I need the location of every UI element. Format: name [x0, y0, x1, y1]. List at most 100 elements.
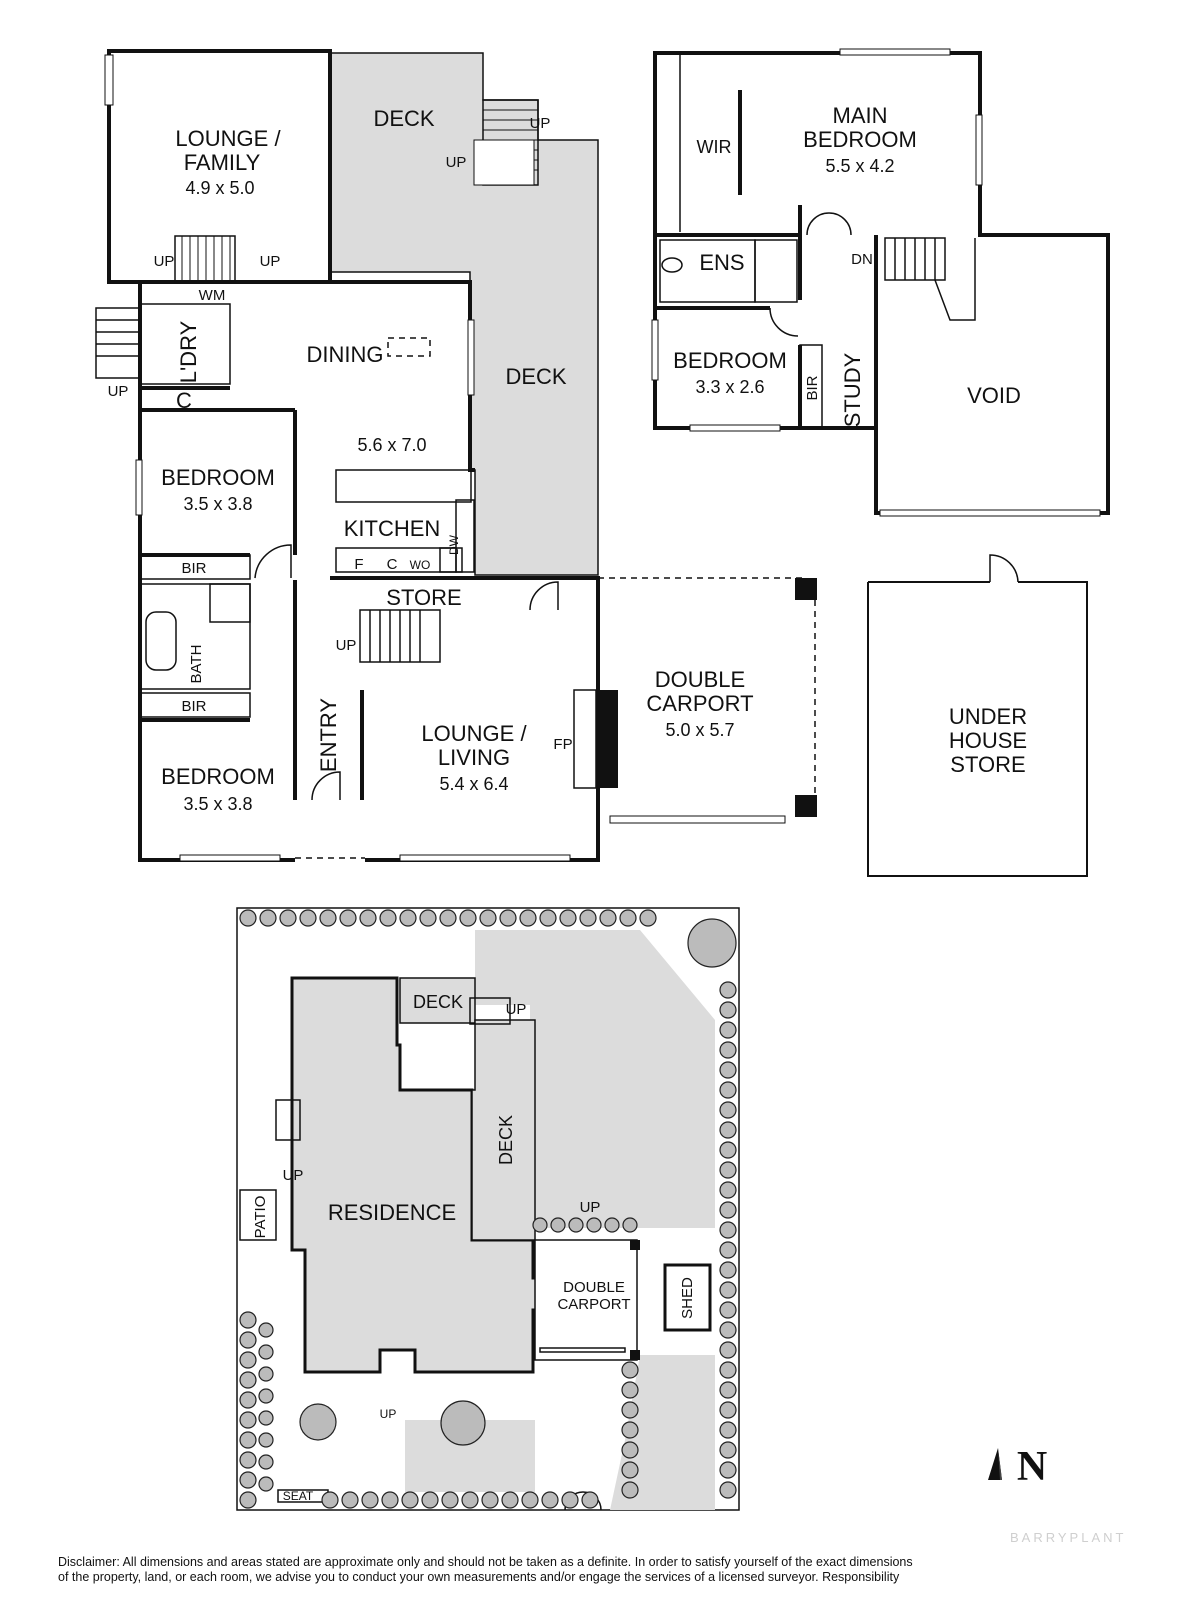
shrub-icon: [479, 909, 497, 927]
shrub-icon: [258, 1476, 274, 1492]
shrub-icon: [258, 1454, 274, 1470]
upper-floor-labels: MAIN BEDROOM 5.5 x 4.2 WIR ENS DN BEDROO…: [673, 103, 1021, 427]
tree: [440, 1400, 486, 1446]
site-up-label: UP: [506, 1001, 527, 1018]
shrub-icon: [719, 981, 737, 999]
patio: [239, 1189, 277, 1241]
up-label: UP: [446, 154, 467, 171]
bedroom-1-label: BEDROOM: [161, 465, 275, 490]
fireplace: [573, 689, 597, 789]
shrub-icon: [639, 909, 657, 927]
tree: [299, 1403, 337, 1441]
wir-label: WIR: [697, 137, 732, 157]
shrub-icon: [586, 1217, 602, 1233]
store-label: STORE: [386, 585, 461, 610]
shrub-icon: [239, 1411, 257, 1429]
north-label: N: [1017, 1444, 1047, 1490]
shrub-icon: [719, 1341, 737, 1359]
shrub-icon: [341, 1491, 359, 1509]
dining-dims: 5.6 x 7.0: [357, 435, 426, 455]
up-label: UP: [108, 383, 129, 400]
shrub-icon: [499, 909, 517, 927]
under-house-label-2: HOUSE: [949, 728, 1027, 753]
lounge-living-dims: 5.4 x 6.4: [439, 774, 508, 794]
site-deck-top-label: DECK: [413, 992, 463, 1012]
door-arc: [254, 544, 292, 579]
shrub-icon: [719, 1441, 737, 1459]
under-house-store: [867, 554, 1088, 877]
wo-label: WO: [410, 558, 431, 572]
upper-floor-plan: [651, 48, 1110, 517]
shrub-icon: [258, 1432, 274, 1448]
laundry-stairs: [95, 307, 141, 379]
shrub-icon: [441, 1491, 459, 1509]
bir-upper: [799, 344, 823, 429]
site-deck-top: [399, 977, 476, 1024]
shrub-icon: [719, 1401, 737, 1419]
shrub-icon: [599, 909, 617, 927]
shrub-icon: [621, 1361, 639, 1379]
up-label: UP: [154, 253, 175, 270]
shrub-icon: [559, 909, 577, 927]
shrub-icon: [359, 909, 377, 927]
shrub-icon: [258, 1410, 274, 1426]
shrub-icon: [539, 909, 557, 927]
shrub-icon: [719, 1181, 737, 1199]
laundry-label: L'DRY: [176, 320, 201, 383]
site-up-label: UP: [283, 1167, 304, 1184]
fridge-label: F: [354, 556, 363, 573]
main-bedroom-label-1: MAIN: [833, 103, 888, 128]
shrub-icon: [622, 1217, 638, 1233]
shrub-icon: [379, 909, 397, 927]
up-label: UP: [530, 115, 551, 132]
shrub-icon: [239, 909, 257, 927]
dw-label: DW: [447, 534, 461, 555]
ens-label: ENS: [699, 250, 744, 275]
seat-label: SEAT: [283, 1489, 314, 1503]
shrub-icon: [259, 909, 277, 927]
lounge-living-label-1: LOUNGE /: [421, 721, 527, 746]
shrub-icon: [719, 1421, 737, 1439]
cupboard-label: C: [176, 388, 192, 413]
site-carport-label-2: CARPORT: [557, 1296, 630, 1313]
up-label: UP: [260, 253, 281, 270]
site-up-label: UP: [580, 1199, 601, 1216]
lounge-family-dims: 4.9 x 5.0: [185, 178, 254, 198]
shrub-icon: [550, 1217, 566, 1233]
shed-label: SHED: [679, 1277, 696, 1319]
shrub-icon: [719, 1021, 737, 1039]
shrub-icon: [361, 1491, 379, 1509]
shrub-icon: [619, 909, 637, 927]
deck-top-label: DECK: [373, 106, 434, 131]
shrub-icon: [239, 1351, 257, 1369]
fp-label: FP: [553, 736, 572, 753]
shed: [663, 1263, 712, 1332]
shrub-icon: [719, 1101, 737, 1119]
main-bedroom-dims: 5.5 x 4.2: [825, 156, 894, 176]
shrub-icon: [621, 1481, 639, 1499]
shrub-icon: [519, 909, 537, 927]
lounge-family-label-1: LOUNGE /: [175, 126, 281, 151]
shrub-icon: [581, 1491, 599, 1509]
residence-label: RESIDENCE: [328, 1200, 456, 1225]
dn-label: DN: [851, 251, 873, 268]
kitchen-label: KITCHEN: [344, 516, 441, 541]
bathroom: [139, 583, 251, 690]
shrub-icon: [239, 1491, 257, 1509]
shrub-icon: [541, 1491, 559, 1509]
disclaimer: Disclaimer: All dimensions and areas sta…: [58, 1555, 1148, 1585]
bir-1: [139, 554, 251, 580]
shrub-icon: [621, 1461, 639, 1479]
ground-floor-plan: [95, 49, 618, 862]
shrub-icon: [258, 1344, 274, 1360]
bath-label: BATH: [188, 645, 205, 684]
shrub-icon: [299, 909, 317, 927]
carport-label-1: DOUBLE: [655, 667, 745, 692]
shrub-icon: [568, 1217, 584, 1233]
disclaimer-line: of the property, land, or each room, we …: [58, 1570, 900, 1584]
site-up-label: UP: [380, 1407, 397, 1421]
patio-label: PATIO: [252, 1196, 269, 1239]
dining-table: [387, 337, 431, 357]
shrub-icon: [239, 1331, 257, 1349]
